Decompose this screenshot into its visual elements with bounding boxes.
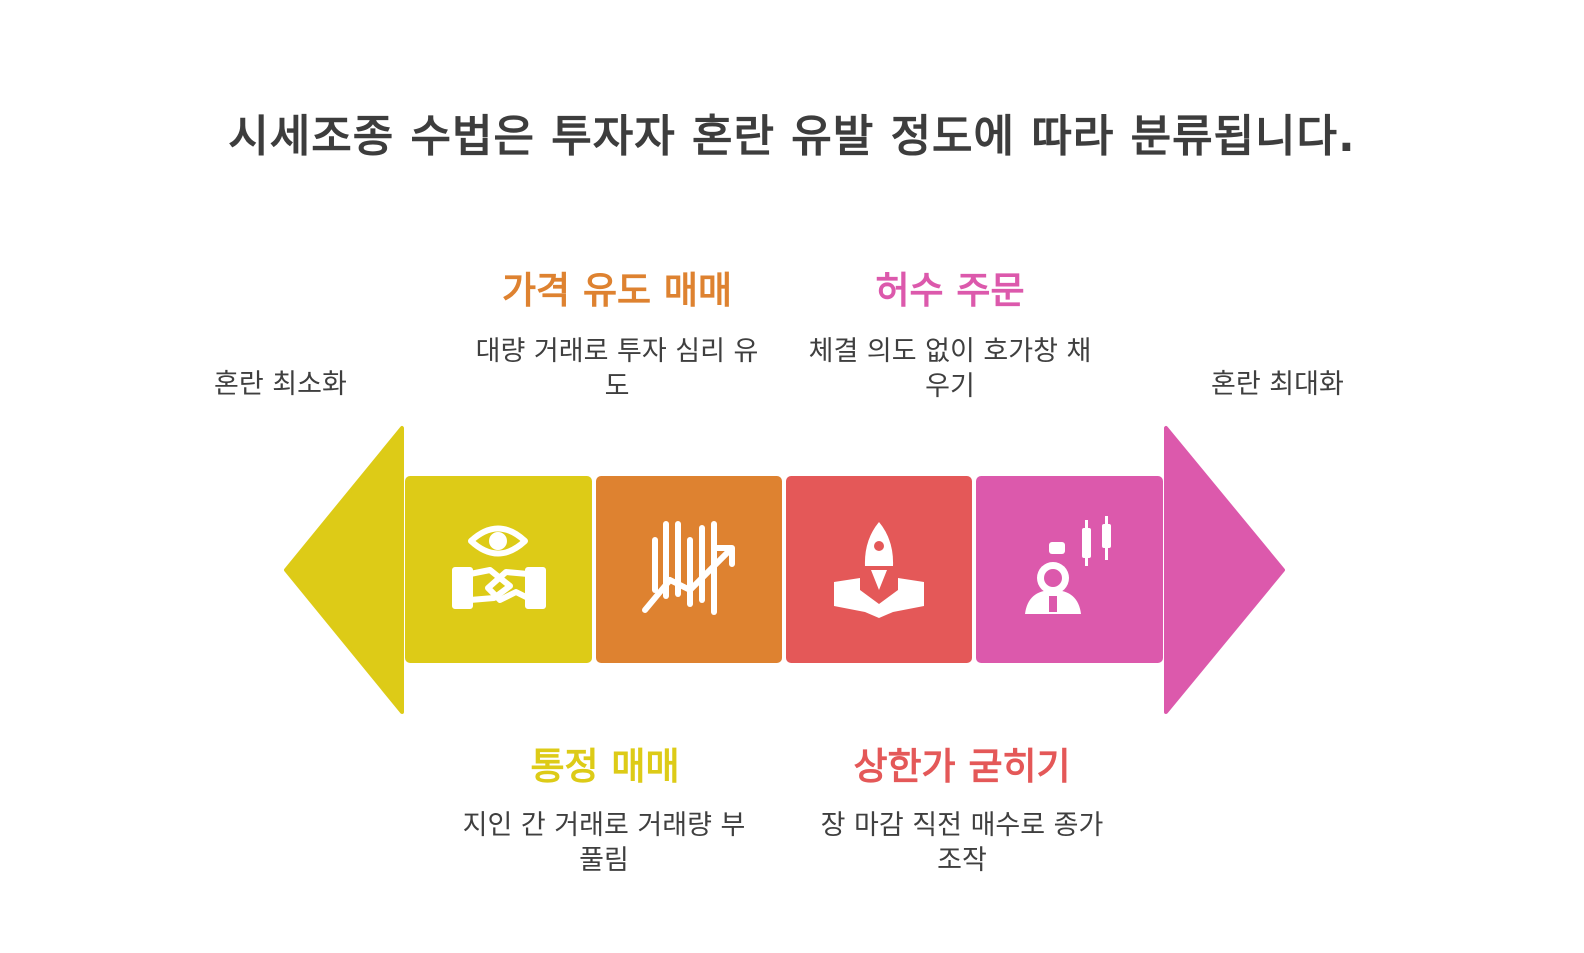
page-title: 시세조종 수법은 투자자 혼란 유발 정도에 따라 분류됩니다. <box>228 111 1356 162</box>
segment-matched-trade <box>405 476 592 663</box>
handshake-eye-icon <box>452 525 546 609</box>
right-arrow-head <box>1164 426 1285 714</box>
candlestick-trend-icon <box>642 521 735 615</box>
item-desc-price-inducing: 대량 거래로 투자 심리 유도 <box>475 336 759 402</box>
item-title-matched-trade: 통정 매매 <box>530 745 680 788</box>
item-title-fake-order: 허수 주문 <box>875 269 1025 312</box>
item-title-price-inducing: 가격 유도 매매 <box>501 269 732 312</box>
segment-fake-order <box>976 476 1163 663</box>
trader-candles-icon <box>1025 516 1111 614</box>
left-arrow-head <box>284 426 404 714</box>
segment-limit-up <box>786 476 972 663</box>
item-title-limit-up: 상한가 굳히기 <box>853 745 1071 788</box>
item-desc-limit-up: 장 마감 직전 매수로 종가 조작 <box>820 810 1104 876</box>
left-end-label: 혼란 최소화 <box>214 369 347 400</box>
right-end-label: 혼란 최대화 <box>1211 369 1344 400</box>
rocket-platform-icon <box>834 522 924 618</box>
item-desc-matched-trade: 지인 간 거래로 거래량 부풀림 <box>462 810 746 876</box>
item-desc-fake-order: 체결 의도 없이 호가창 채우기 <box>808 336 1092 402</box>
